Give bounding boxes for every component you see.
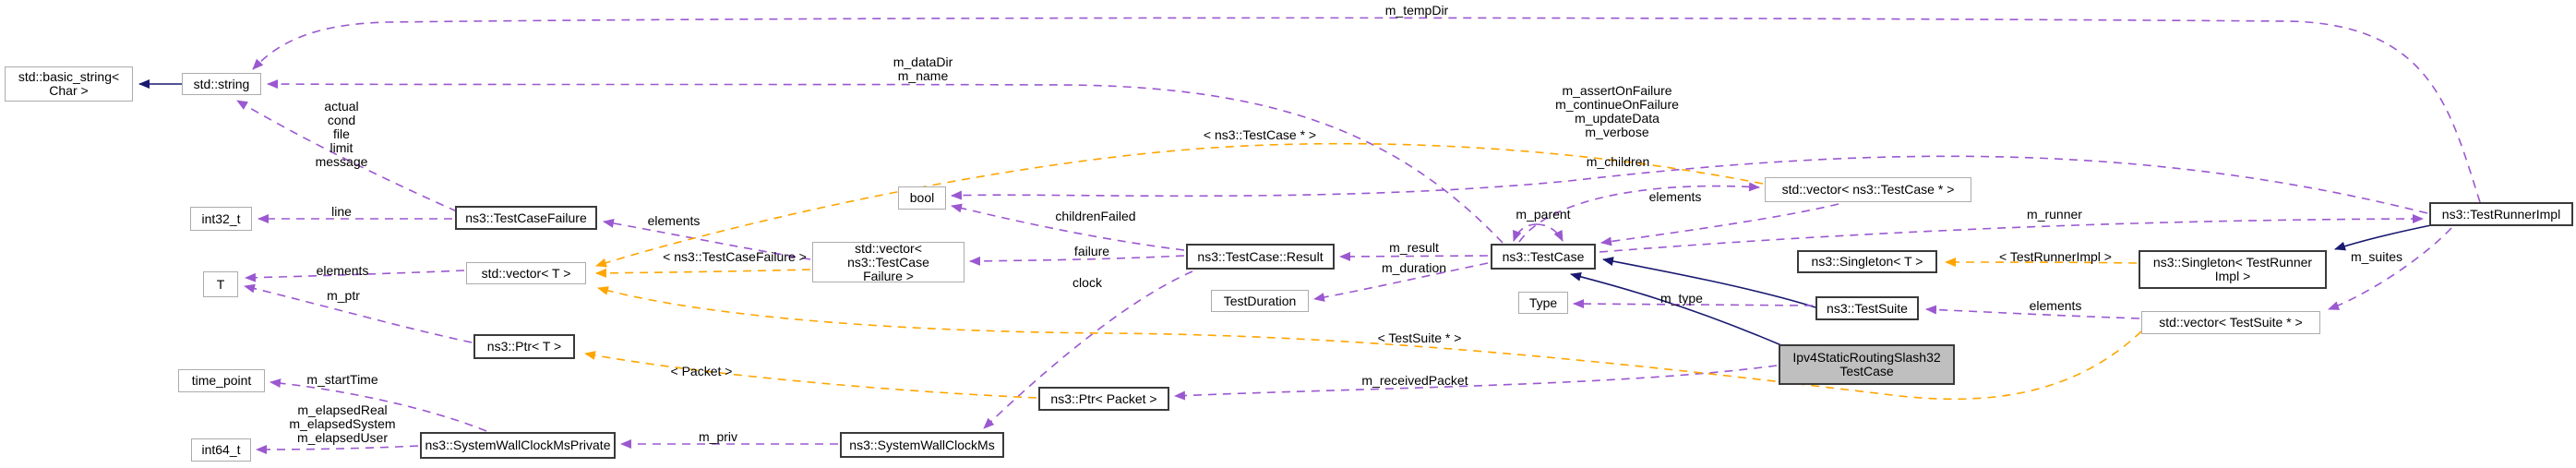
- edge-m-duration: [1313, 262, 1489, 302]
- edge-inherit-ipv4testcase-testcase: [1570, 271, 1782, 346]
- edge-label-runner-flags: m_assertOnFailure m_continueOnFailure m_…: [1555, 83, 1679, 139]
- edge-label-m-datadir-m-name: m_dataDir m_name: [893, 54, 953, 83]
- edge-label-template-testcase-ptr: < ns3::TestCase * >: [1203, 127, 1317, 142]
- edge-label-m-children: m_children: [1586, 154, 1650, 169]
- edge-label-m-duration: m_duration: [1381, 260, 1447, 275]
- edge-label-m-result: m_result: [1389, 240, 1439, 255]
- edge-label-template-packet: < Packet >: [670, 364, 733, 378]
- edge-template-testcase-ptr: [595, 142, 1764, 268]
- class-box-ns3-ptr-t[interactable]: ns3::Ptr< T >: [473, 334, 575, 359]
- class-box-std-basic-string: std::basic_string< Char >: [5, 66, 133, 102]
- edge-m-starttime: [270, 378, 487, 432]
- edge-label-m-priv: m_priv: [698, 429, 738, 444]
- class-box-ns3-systemwallclockmsprivate[interactable]: ns3::SystemWallClockMsPrivate: [420, 432, 616, 459]
- edge-label-m-ptr: m_ptr: [327, 288, 360, 303]
- edge-m-receivedpacket: [1174, 365, 1778, 401]
- edge-m-type: [1573, 299, 1814, 309]
- edge-clock: [983, 270, 1193, 429]
- edge-label-m-parent: m_parent: [1516, 207, 1571, 222]
- class-box-testduration: TestDuration: [1211, 290, 1309, 312]
- class-box-ns3-singleton-t[interactable]: ns3::Singleton< T >: [1797, 250, 1937, 273]
- edge-m-suites: [2328, 227, 2452, 310]
- edge-template-testsuite-ptr: [597, 286, 2142, 401]
- edge-label-template-testsuite-ptr: < TestSuite * >: [1377, 330, 1462, 345]
- edge-label-m-starttime: m_startTime: [306, 372, 378, 387]
- edge-elements-suites: [1925, 305, 2140, 319]
- edge-runner-flags: [951, 155, 2428, 214]
- edge-label-m-type: m_type: [1660, 291, 1703, 306]
- class-box-int32-t: int32_t: [190, 207, 252, 231]
- edge-label-elapsed-fields: m_elapsedReal m_elapsedSystem m_elapsedU…: [289, 402, 396, 445]
- edge-label-m-runner: m_runner: [2027, 207, 2082, 222]
- class-box-int64-t: int64_t: [191, 438, 251, 462]
- edge-label-failure-fields: actual cond file limit message: [315, 99, 368, 169]
- edge-label-template-testrunnerimpl: < TestRunnerImpl >: [1999, 249, 2112, 264]
- edge-template-testcasefailure: [595, 268, 811, 278]
- edge-inherit-testsuite-testcase: [1602, 257, 1816, 308]
- edge-elements-failure: [603, 218, 811, 260]
- edge-template-testrunnerimpl: [1945, 258, 2138, 268]
- class-box-std-vector-testcase-ptr: std::vector< ns3::TestCase * >: [1765, 177, 1971, 202]
- edge-m-result: [1339, 251, 1489, 261]
- class-box-ns3-testcase[interactable]: ns3::TestCase: [1491, 244, 1596, 270]
- class-box-std-string: std::string: [182, 73, 261, 95]
- edge-m-tempdir: [252, 17, 2481, 203]
- class-box-ns3-testrunnerimpl[interactable]: ns3::TestRunnerImpl: [2429, 202, 2573, 226]
- edge-label-elements-suites: elements: [2029, 298, 2082, 313]
- edge-label-template-testcasefailure: < ns3::TestCaseFailure >: [663, 249, 807, 264]
- class-box-t: T: [203, 271, 238, 297]
- edge-elements-vector-t: [245, 270, 465, 282]
- edge-label-childrenfailed: childrenFailed: [1055, 209, 1136, 223]
- edge-m-children: [1518, 182, 1760, 243]
- edge-label-m-suites: m_suites: [2350, 249, 2403, 264]
- edge-elapsed-fields: [256, 444, 419, 454]
- edge-m-name: [267, 79, 1504, 244]
- edge-label-elements-failure: elements: [647, 213, 701, 228]
- class-box-std-vector-t: std::vector< T >: [466, 262, 586, 284]
- edge-failure: [969, 255, 1185, 266]
- class-box-time-point: time_point: [178, 369, 265, 392]
- edge-label-m-receivedpacket: m_receivedPacket: [1361, 373, 1468, 388]
- class-box-ns3-testsuite[interactable]: ns3::TestSuite: [1815, 296, 1919, 320]
- class-box-std-vector-testcasefailure: std::vector< ns3::TestCase Failure >: [812, 241, 965, 282]
- class-box-bool: bool: [898, 186, 946, 210]
- edge-label-line: line: [331, 204, 352, 219]
- edge-m-runner: [1599, 214, 2424, 253]
- class-box-ns3-systemwallclockms[interactable]: ns3::SystemWallClockMs: [840, 432, 1004, 458]
- class-box-type: Type: [1518, 292, 1568, 314]
- edge-failure-fields: [236, 100, 458, 212]
- class-box-ipv4staticroutingslash32testcase: Ipv4StaticRoutingSlash32 TestCase: [1779, 344, 1955, 385]
- edge-label-m-tempdir: m_tempDir: [1384, 3, 1449, 18]
- edge-template-packet: [584, 351, 1037, 399]
- edge-label-clock: clock: [1072, 275, 1102, 290]
- edge-label-elements-vector-t: elements: [316, 263, 369, 278]
- edge-m-parent-left: [1513, 223, 1538, 242]
- class-box-ns3-singleton-testrunnerimpl[interactable]: ns3::Singleton< TestRunner Impl >: [2139, 250, 2327, 289]
- edge-m-parent-right: [1536, 223, 1564, 242]
- edge-label-failure: failure: [1073, 244, 1110, 258]
- class-box-std-vector-testsuite-ptr: std::vector< TestSuite * >: [2141, 311, 2320, 334]
- class-box-ns3-testcase-result[interactable]: ns3::TestCase::Result: [1186, 244, 1335, 270]
- edge-label-elements-children: elements: [1648, 189, 1702, 204]
- class-box-ns3-ptr-packet[interactable]: ns3::Ptr< Packet >: [1038, 387, 1169, 411]
- class-box-ns3-testcasefailure[interactable]: ns3::TestCaseFailure: [455, 206, 597, 230]
- edge-elements-children: [1600, 203, 1839, 246]
- edge-inherit-testrunnerimpl-singleton: [2334, 224, 2432, 251]
- edge-m-ptr: [244, 283, 473, 343]
- edge-childrenfailed: [951, 203, 1185, 251]
